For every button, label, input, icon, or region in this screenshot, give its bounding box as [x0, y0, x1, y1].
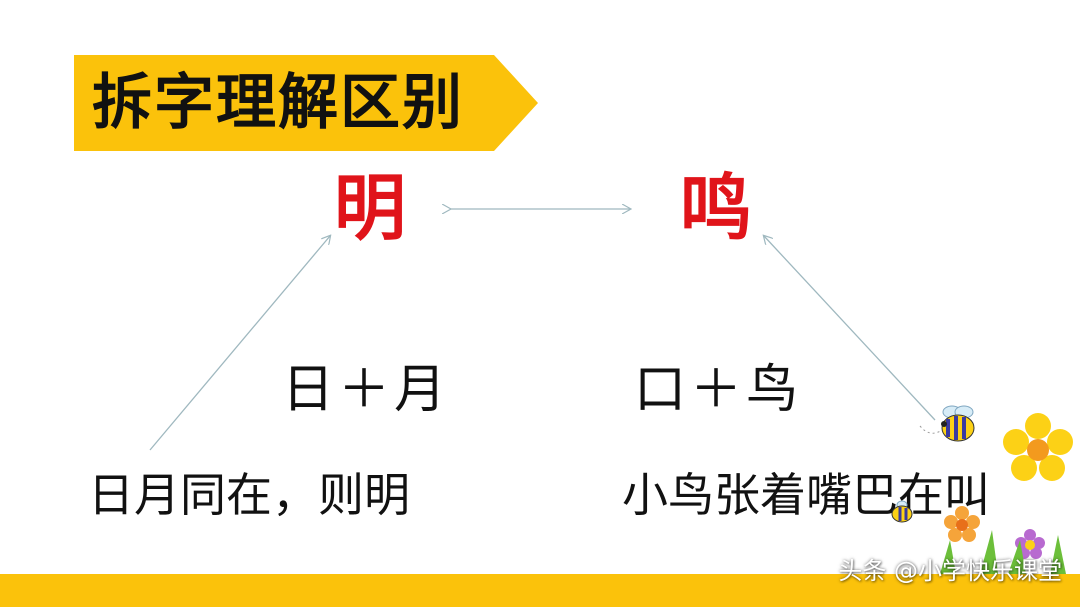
- right-arrow: [764, 236, 936, 421]
- character-ming: 明: [334, 166, 407, 250]
- banner-shape: [74, 55, 538, 151]
- watermark: 头条 @小学快乐课堂: [838, 557, 1062, 585]
- formula-left: 日＋月: [282, 360, 451, 420]
- bottom-bar: [0, 574, 1080, 607]
- yellow-flower-icon: [1003, 413, 1073, 481]
- explanation-left: 日月同在，则明: [88, 468, 410, 522]
- bee-icon: [941, 405, 975, 442]
- explanation-right: 小鸟张着嘴巴在叫: [622, 468, 990, 522]
- grass-icon: [940, 530, 1066, 574]
- page-title: 拆字理解区别: [92, 68, 464, 138]
- small-bee-icon: [891, 500, 913, 523]
- formula-right: 口＋鸟: [634, 360, 803, 420]
- bee-trail: [919, 425, 943, 434]
- left-arrow: [149, 236, 330, 451]
- orange-flower-icon: [944, 506, 980, 542]
- flower-bee-decoration: [891, 405, 1073, 574]
- character-ming-bird: 鸣: [680, 166, 753, 250]
- title-banner: 拆字理解区别: [74, 55, 538, 151]
